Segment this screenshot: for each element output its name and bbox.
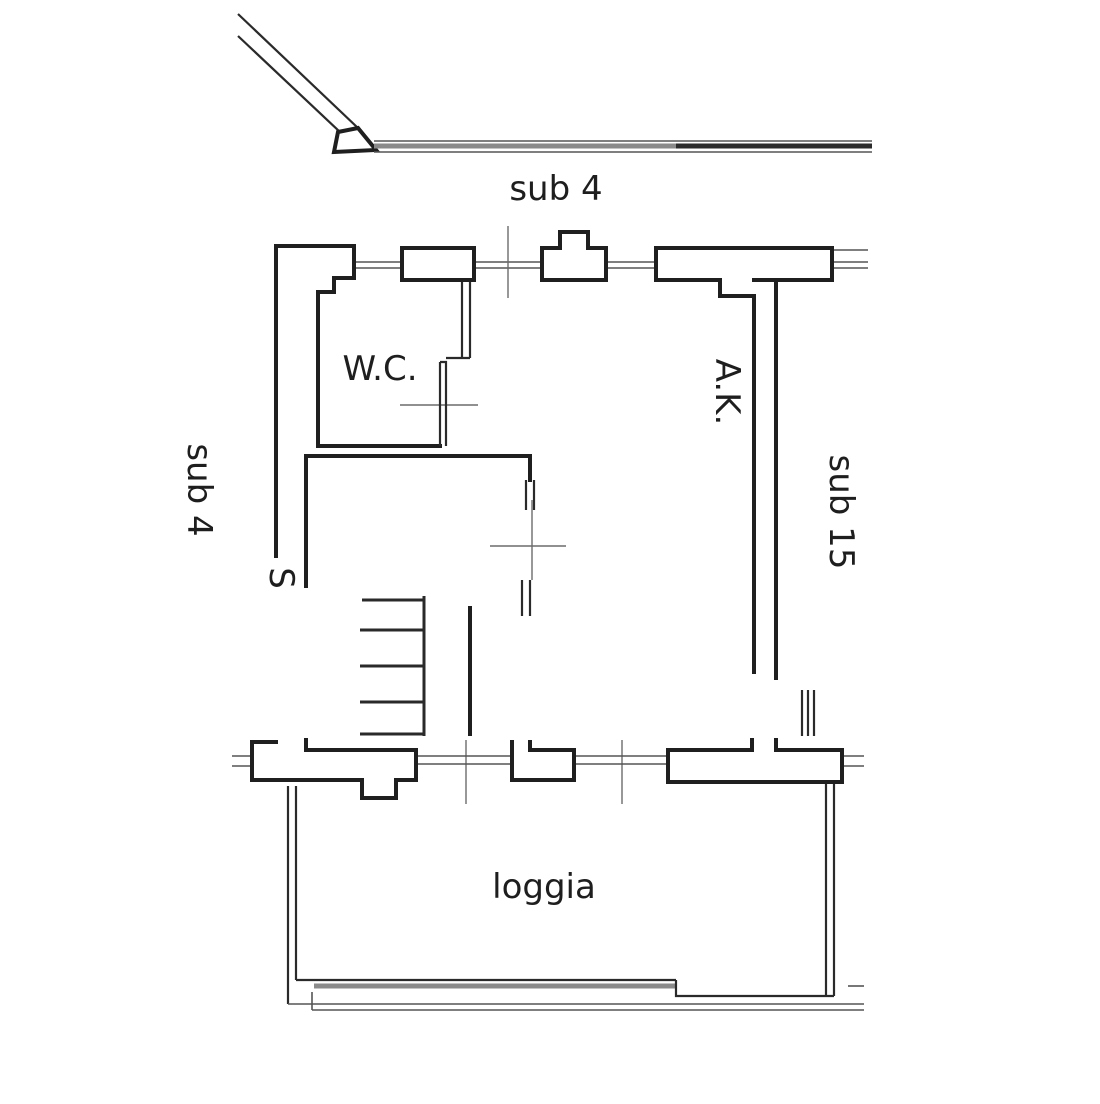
- label-sub-top: sub 4: [509, 169, 602, 209]
- label-wc: W.C.: [342, 349, 417, 389]
- label-sub-right: sub 15: [821, 455, 861, 570]
- inner-room-wall: [304, 454, 536, 616]
- stair: [360, 596, 472, 736]
- label-loggia: loggia: [492, 867, 596, 907]
- wc-partition: [438, 282, 472, 446]
- right-double-wall: [774, 280, 816, 736]
- lower-facade: [232, 738, 864, 800]
- loggia: [286, 784, 864, 1011]
- top-access-wall: [237, 13, 872, 155]
- left-wall: [274, 244, 442, 558]
- upper-facade: [274, 230, 868, 674]
- label-ak: A.K.: [707, 359, 747, 426]
- label-mark-s: S: [261, 567, 301, 589]
- axis-marks: [400, 226, 623, 804]
- label-sub-left: sub 4: [179, 443, 219, 536]
